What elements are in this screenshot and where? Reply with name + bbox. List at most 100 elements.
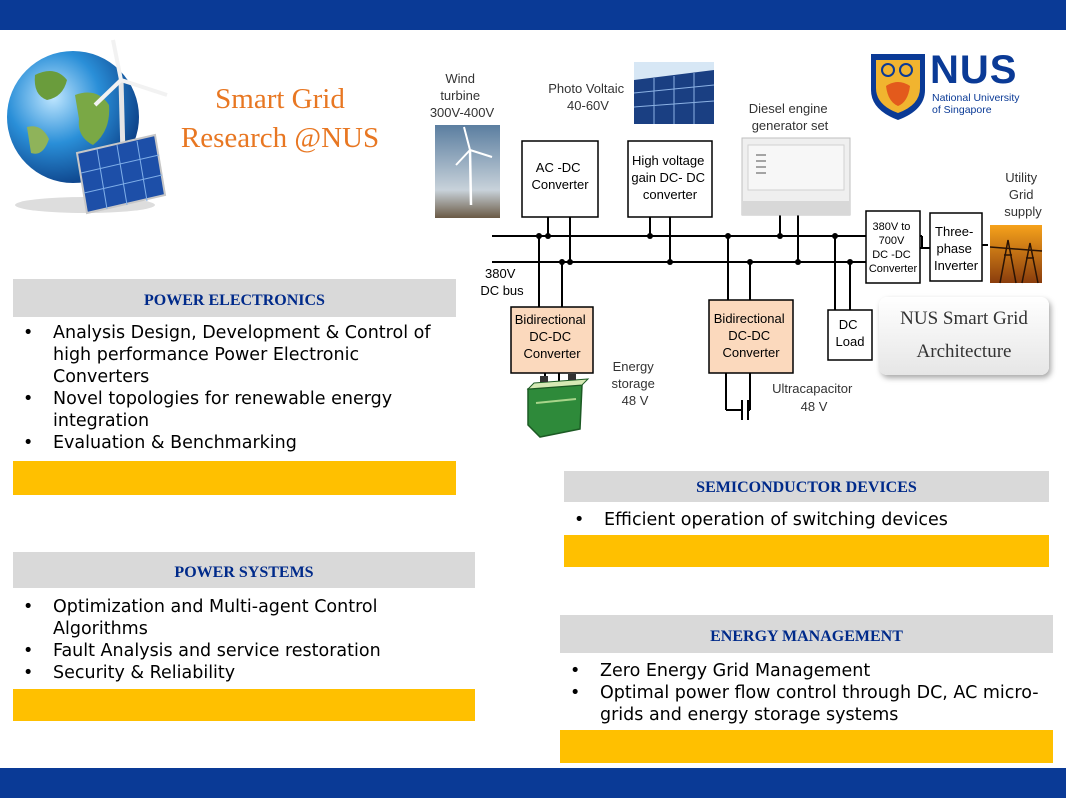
nus-fullname-line-2: of Singapore xyxy=(932,104,992,116)
dc-bus-line-2: DC bus xyxy=(480,283,524,298)
ac-dc-line-2: Converter xyxy=(531,177,589,192)
hv-line-1: High voltage xyxy=(632,153,704,168)
inverter-line-3: Inverter xyxy=(934,258,979,273)
power-electronics-footer xyxy=(13,461,456,495)
list-item: Fault Analysis and service restoration xyxy=(13,640,475,662)
pv-label-line-1: Photo Voltaic xyxy=(548,81,624,96)
architecture-line-1: NUS Smart Grid xyxy=(900,308,1028,329)
dc-bus-line-1: 380V xyxy=(485,266,516,281)
wind-turbine-image xyxy=(435,125,500,218)
wind-label-line-1: Wind xyxy=(445,71,475,86)
dc-dc-380-700-box xyxy=(865,210,921,284)
bidir1-line-3: Converter xyxy=(523,346,581,361)
nus-crest-icon xyxy=(871,54,925,120)
ac-dc-converter-label: AC -DC Converter xyxy=(531,160,589,192)
list-item: Evaluation & Benchmarking xyxy=(13,432,456,454)
dc380-line-2: 700V xyxy=(879,235,905,247)
list-item: Optimal power flow control through DC, A… xyxy=(560,682,1053,726)
energy-storage-line-1: Energy xyxy=(613,359,655,374)
energy-storage-line-2: storage xyxy=(612,376,655,391)
bidir1-line-2: DC-DC xyxy=(529,329,571,344)
power-electronics-list: Analysis Design, Development & Control o… xyxy=(13,322,456,454)
ultracapacitor-label: Ultracapacitor 48 V xyxy=(772,381,856,414)
list-item: Analysis Design, Development & Control o… xyxy=(13,322,456,388)
nus-fullname-line-1: National University xyxy=(932,92,1020,104)
inverter-line-2: phase xyxy=(936,241,971,256)
ultracap-line-2: 48 V xyxy=(801,399,828,414)
architecture-callout: NUS Smart Grid Architecture xyxy=(879,297,1049,375)
bidir1-line-1: Bidirectional xyxy=(515,312,586,327)
ac-dc-converter-box xyxy=(521,140,599,218)
pv-panel-image xyxy=(633,62,715,124)
utility-label-line-1: Utility xyxy=(1005,170,1037,185)
hv-dc-dc-converter-label: High voltage gain DC- DC converter xyxy=(631,153,708,202)
architecture-line-2: Architecture xyxy=(916,341,1012,362)
semiconductor-list: Efficient operation of switching devices xyxy=(564,509,1049,531)
energy-management-list: Zero Energy Grid Management Optimal powe… xyxy=(560,660,1053,726)
dc-bus-label: 380V DC bus xyxy=(480,266,524,298)
bidirectional-converter-2-box xyxy=(708,299,794,374)
three-phase-inverter-label: Three- phase Inverter xyxy=(934,224,979,273)
wind-label: Wind turbine 300V-400V xyxy=(430,71,494,120)
pv-label-line-2: 40-60V xyxy=(567,98,609,113)
bidirectional-converter-2-label: Bidirectional DC-DC Converter xyxy=(714,311,788,360)
solar-panel-icon xyxy=(75,133,167,215)
dc-load-box xyxy=(827,309,873,361)
wind-label-line-3: 300V-400V xyxy=(430,105,494,120)
title-line-1: Smart Grid xyxy=(215,83,345,115)
list-item: Zero Energy Grid Management xyxy=(560,660,1053,682)
power-systems-footer xyxy=(13,689,475,721)
semiconductor-footer xyxy=(564,535,1049,567)
hv-line-3: converter xyxy=(643,187,698,202)
title-line-2: Research @NUS xyxy=(180,122,380,154)
dc380-line-1: 380V to xyxy=(873,221,911,233)
bottom-band xyxy=(0,768,1066,798)
power-electronics-header: POWER ELECTRONICS xyxy=(13,279,456,317)
smart-grid-diagram: Wind turbine 300V-400V Photo Voltaic 40-… xyxy=(430,62,1043,438)
bidirectional-converter-1-label: Bidirectional DC-DC Converter xyxy=(515,312,589,361)
nus-logo: NUS National University of Singapore xyxy=(868,48,1038,122)
list-item: Security & Reliability xyxy=(13,662,475,684)
bidir2-line-3: Converter xyxy=(722,345,780,360)
utility-label-line-3: supply xyxy=(1004,204,1042,219)
list-item: Novel topologies for renewable energy in… xyxy=(13,388,456,432)
globe-turbine-illustration xyxy=(7,39,168,215)
utility-grid-image xyxy=(989,225,1043,284)
nus-fullname: National University of Singapore xyxy=(932,92,1020,116)
nus-wordmark: NUS xyxy=(930,48,1018,92)
power-systems-list: Optimization and Multi-agent Control Alg… xyxy=(13,596,475,684)
inverter-line-1: Three- xyxy=(935,224,973,239)
pv-label: Photo Voltaic 40-60V xyxy=(548,81,628,113)
battery-icon xyxy=(526,374,590,438)
energy-storage-label: Energy storage 48 V xyxy=(612,359,659,408)
diesel-label-line-1: Diesel engine xyxy=(749,101,828,116)
bidir2-line-1: Bidirectional xyxy=(714,311,785,326)
dc380-line-4: Converter xyxy=(869,263,918,275)
list-item: Optimization and Multi-agent Control Alg… xyxy=(13,596,475,640)
energy-management-footer xyxy=(560,730,1053,763)
wind-label-line-2: turbine xyxy=(440,88,480,103)
hv-line-2: gain DC- DC xyxy=(631,170,705,185)
diesel-label: Diesel engine generator set xyxy=(749,101,831,133)
dc-load-line-1: DC xyxy=(839,317,858,332)
ultracap-line-1: Ultracapacitor xyxy=(772,381,853,396)
dc-load-line-2: Load xyxy=(836,334,865,349)
list-item: Efficient operation of switching devices xyxy=(564,509,1049,531)
bidir2-line-2: DC-DC xyxy=(728,328,770,343)
semiconductor-header: SEMICONDUCTOR DEVICES xyxy=(564,471,1049,502)
bidirectional-converter-1-box xyxy=(510,306,594,374)
power-systems-header: POWER SYSTEMS xyxy=(13,552,475,588)
utility-label-line-2: Grid xyxy=(1009,187,1034,202)
energy-storage-line-3: 48 V xyxy=(622,393,649,408)
three-phase-inverter-box xyxy=(929,212,983,282)
utility-label: Utility Grid supply xyxy=(1004,170,1042,219)
diesel-generator-image xyxy=(741,137,851,216)
top-band xyxy=(0,0,1066,30)
diesel-label-line-2: generator set xyxy=(752,118,829,133)
energy-management-header: ENERGY MANAGEMENT xyxy=(560,615,1053,653)
page-title: Smart Grid Research @NUS xyxy=(160,80,400,158)
ac-dc-line-1: AC -DC xyxy=(536,160,581,175)
dc-load-label: DC Load xyxy=(836,317,865,349)
dc-dc-380-700-label: 380V to 700V DC -DC Converter xyxy=(869,221,918,275)
dc380-line-3: DC -DC xyxy=(872,249,911,261)
